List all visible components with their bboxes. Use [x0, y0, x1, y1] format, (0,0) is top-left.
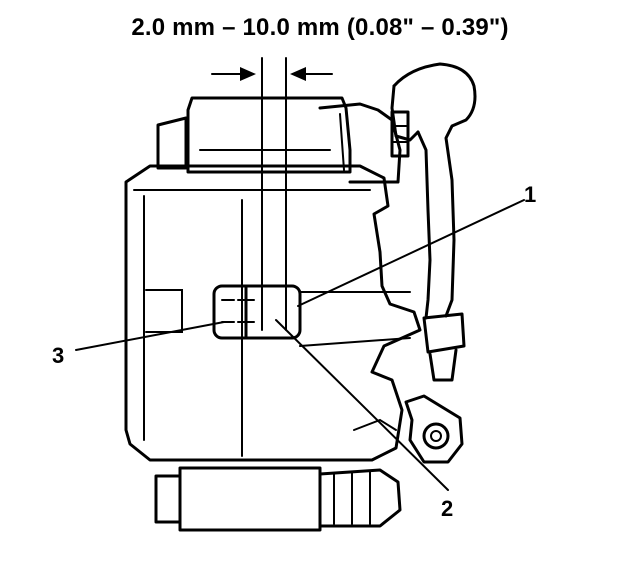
callout-1: 1	[524, 182, 537, 207]
lower-guide-bolt	[154, 466, 402, 532]
dimension-label: 2.0 mm – 10.0 mm (0.08" – 0.39")	[131, 14, 509, 41]
caliper-body	[124, 164, 422, 462]
callout-3: 3	[52, 343, 65, 368]
leader-lines	[75, 199, 525, 491]
measurement-arrows	[211, 67, 333, 81]
brake-hose	[390, 62, 477, 382]
callout-2: 2	[441, 496, 454, 521]
hose-bolt	[404, 394, 464, 464]
upper-bolt	[390, 110, 410, 158]
